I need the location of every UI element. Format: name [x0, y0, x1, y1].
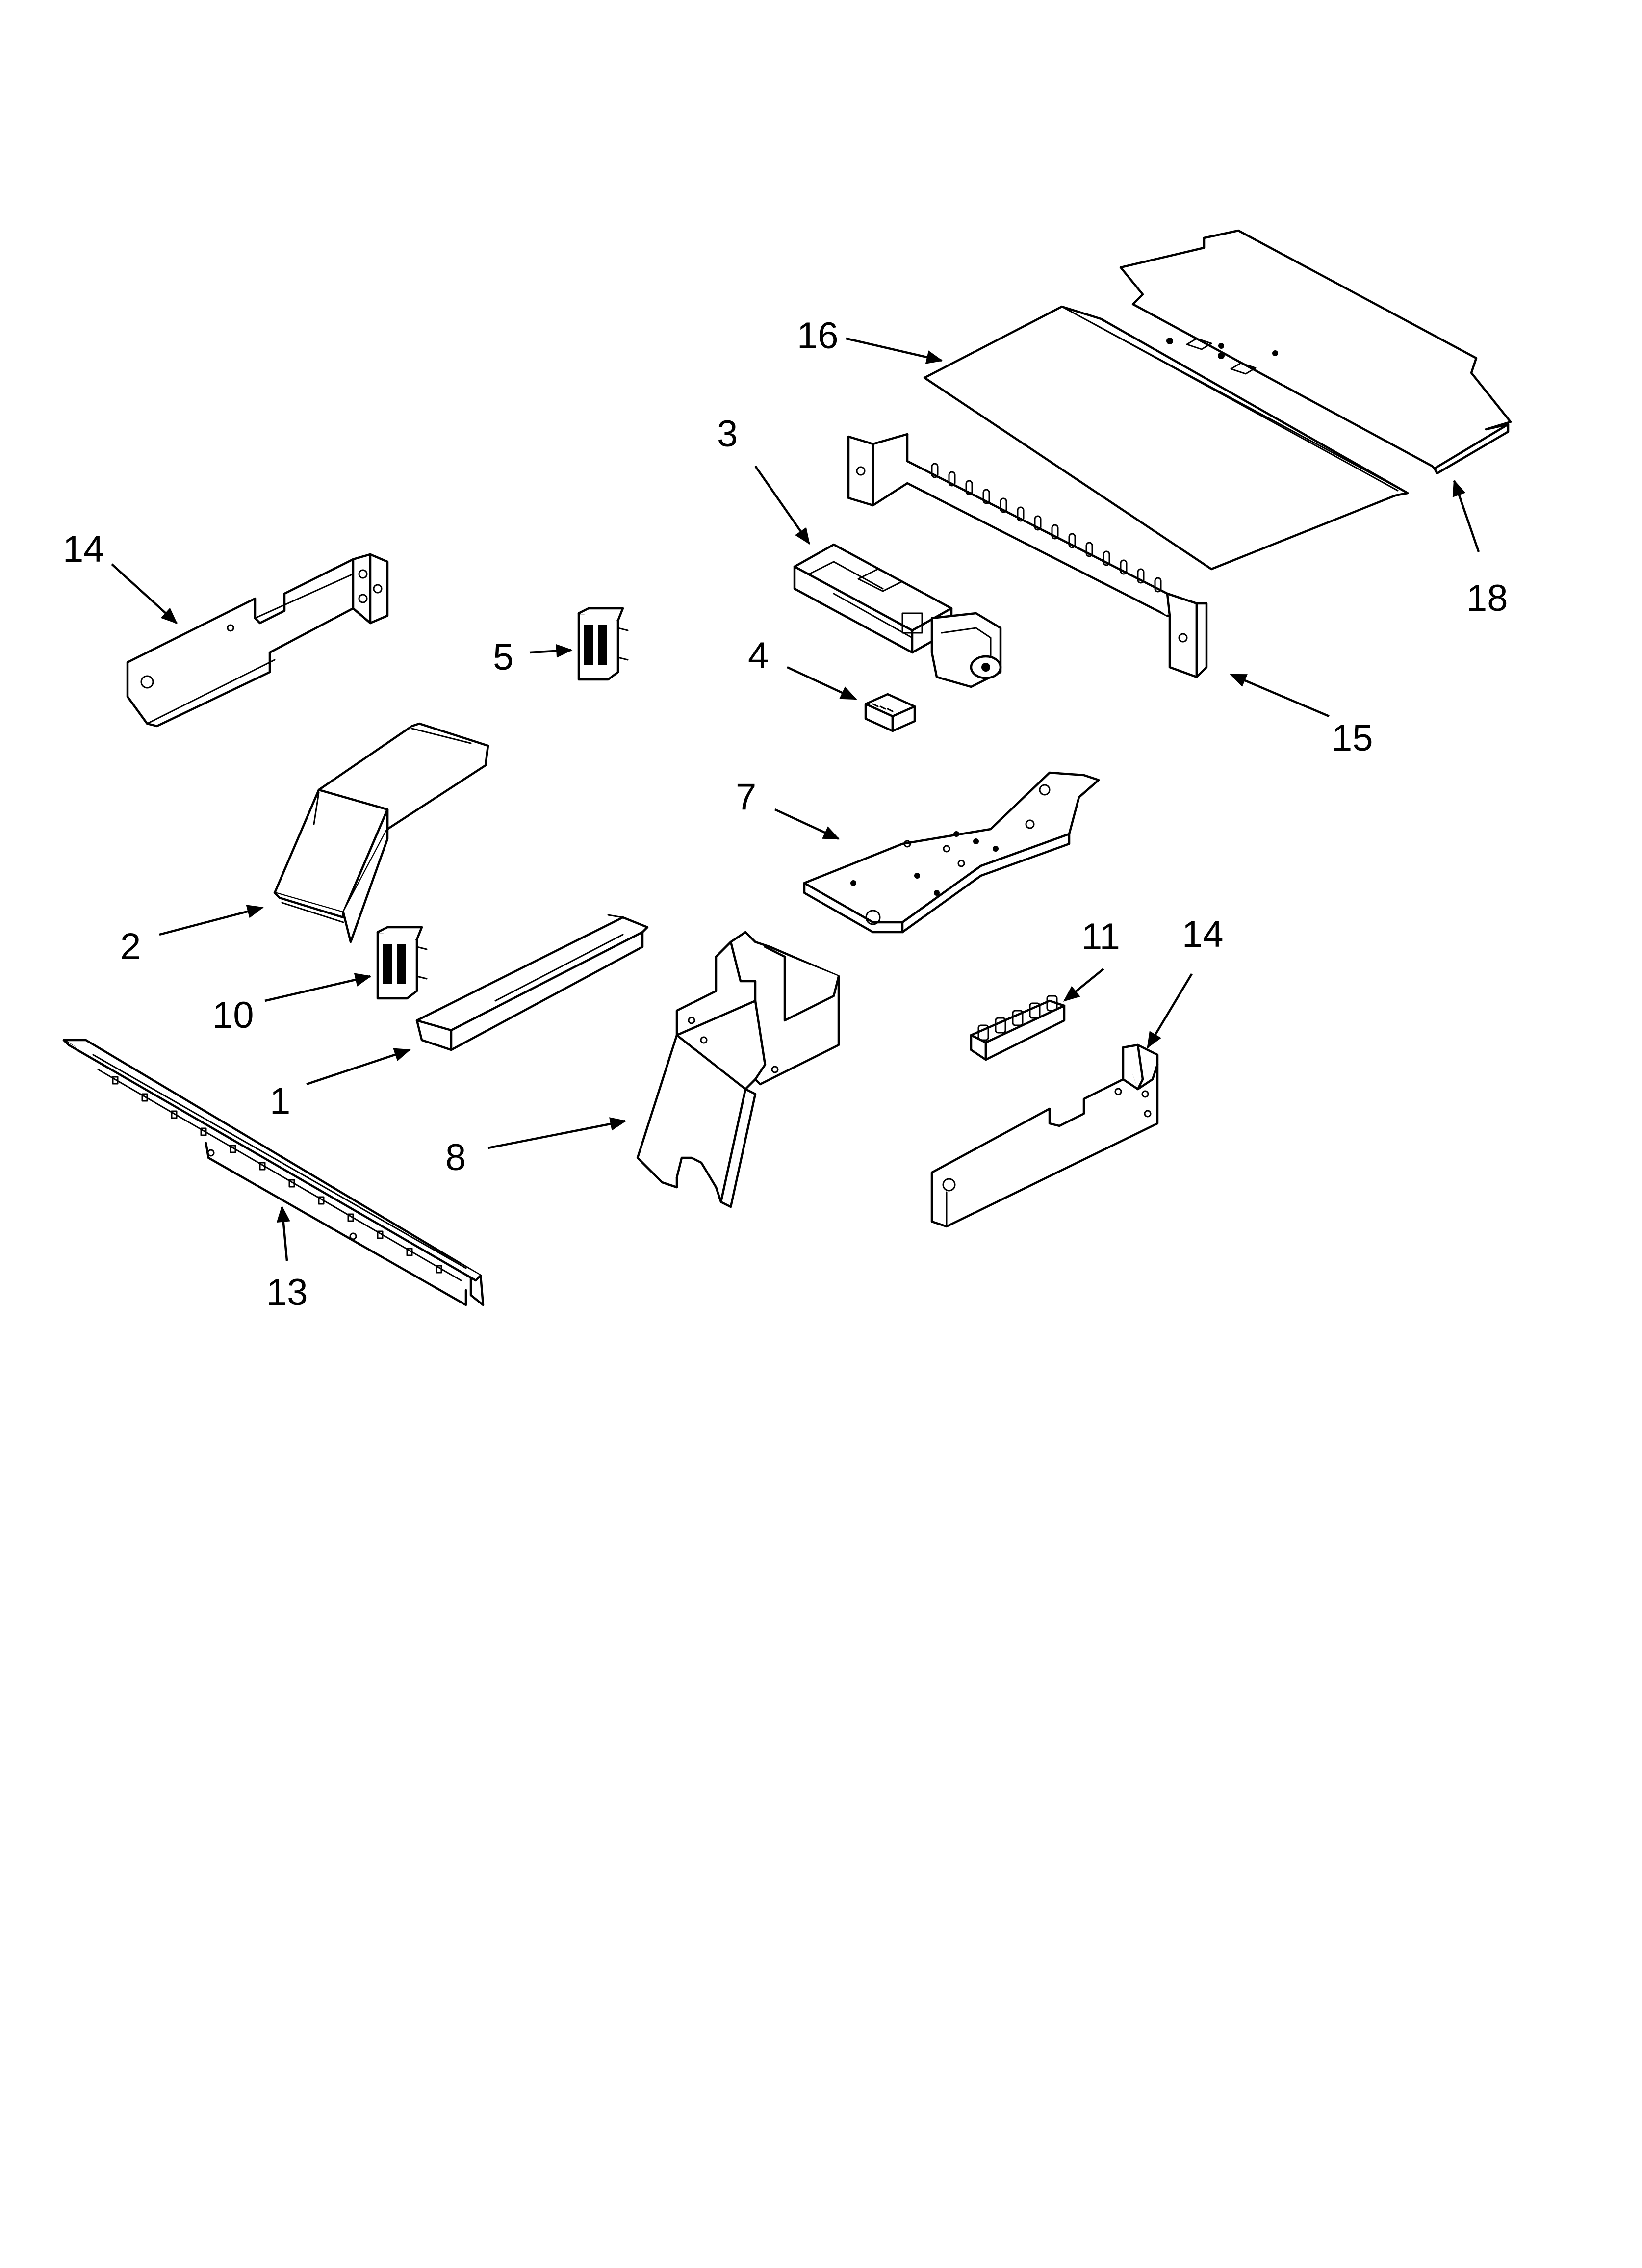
callout-2: 2	[120, 926, 141, 967]
part-11-terminal-strip	[970, 995, 1066, 1061]
part-4-terminal-block	[864, 693, 916, 732]
leader-1	[306, 1048, 411, 1086]
leader-2	[159, 905, 264, 936]
leader-5	[529, 644, 573, 658]
callout-11: 11	[1081, 916, 1120, 958]
callout-15: 15	[1332, 717, 1373, 759]
part-7-base-plate	[803, 771, 1100, 934]
part-14-left-bracket	[126, 553, 389, 728]
callout-1: 1	[270, 1080, 290, 1122]
callout-10: 10	[212, 994, 254, 1036]
part-1-channel	[415, 914, 649, 1051]
callout-labels: 16 3 14 18 5 4 15 7 2 11 14 10 1 8 13	[63, 315, 1508, 1313]
part-16-insulation-sheet	[923, 305, 1409, 571]
callout-18: 18	[1466, 577, 1508, 619]
leader-lines	[111, 337, 1480, 1261]
part-2-duct-cover	[273, 722, 489, 943]
part-8-wire-shield	[636, 931, 840, 1208]
part-14-right-bracket	[930, 1043, 1159, 1228]
leader-3	[754, 465, 810, 545]
part-3-control-assembly	[793, 543, 1002, 688]
leader-15	[1230, 673, 1330, 718]
leader-7	[774, 808, 840, 840]
callout-8: 8	[445, 1137, 466, 1178]
leader-10	[264, 973, 372, 1002]
callout-14: 14	[63, 528, 104, 570]
leader-16	[846, 337, 943, 364]
leader-11	[1063, 968, 1104, 1002]
callout-7: 7	[736, 776, 756, 818]
part-10-switch	[376, 926, 428, 1000]
callout-16: 16	[797, 315, 839, 357]
part-18-top-plate	[1119, 229, 1512, 475]
leader-14-right	[1147, 973, 1193, 1049]
callout-4: 4	[748, 635, 769, 677]
callout-5: 5	[493, 636, 513, 678]
leader-14-left	[111, 563, 178, 624]
part-15-perforated-bracket	[847, 433, 1208, 678]
leader-18	[1452, 479, 1480, 552]
callout-14: 14	[1182, 913, 1224, 955]
part-13-rail	[62, 1039, 485, 1306]
callout-13: 13	[266, 1272, 308, 1313]
part-5-switch	[577, 607, 629, 681]
leader-8	[487, 1117, 627, 1149]
callout-3: 3	[717, 413, 738, 455]
leader-13	[276, 1205, 290, 1261]
leader-4	[787, 666, 857, 701]
